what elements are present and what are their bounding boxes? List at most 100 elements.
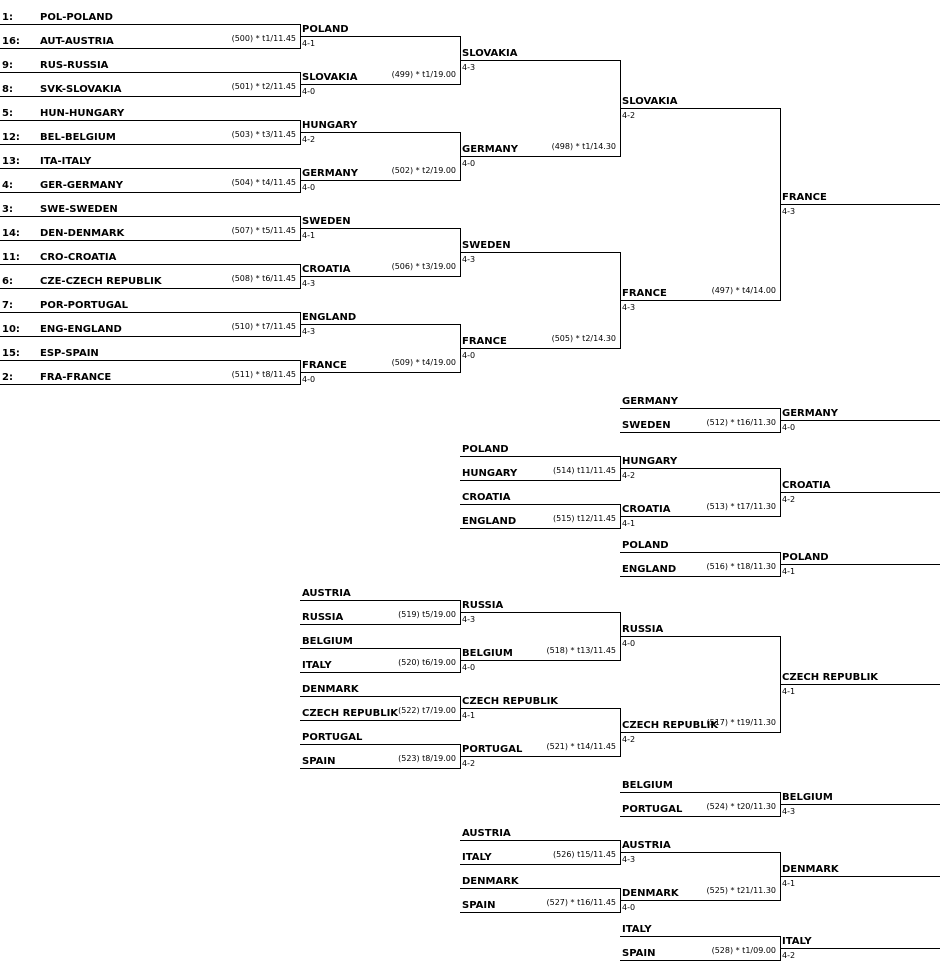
match-score: 4-3 <box>622 303 636 312</box>
match-score: 4-0 <box>782 423 796 432</box>
match-info: (505) * t2/14.30 <box>551 334 616 343</box>
winner-name: CROATIA <box>782 480 831 491</box>
match-score: 4-2 <box>622 471 636 480</box>
match-score: 4-2 <box>622 735 636 744</box>
seed-line <box>0 48 301 49</box>
seed-name: ENG-ENGLAND <box>40 324 122 335</box>
team-name: AUSTRIA <box>302 588 351 599</box>
match-info: (522) t7/19.00 <box>398 706 456 715</box>
entry-line <box>620 408 781 409</box>
match-score: 4-2 <box>302 135 316 144</box>
seed-number: 13: <box>2 156 20 167</box>
winner-name: FRANCE <box>622 288 667 299</box>
seed-line <box>0 120 301 121</box>
winner-line <box>300 276 461 277</box>
winner-line <box>780 204 940 205</box>
match-info: (517) * t19/11.30 <box>706 718 776 727</box>
match-info: (523) t8/19.00 <box>398 754 456 763</box>
winner-line <box>460 660 621 661</box>
match-score: 4-3 <box>302 327 316 336</box>
winner-name: CROATIA <box>622 504 671 515</box>
entry-line <box>620 936 781 937</box>
entry-line <box>300 600 461 601</box>
winner-line <box>620 636 781 637</box>
team-name: SPAIN <box>622 948 656 959</box>
team-name: ITALY <box>302 660 332 671</box>
winner-line <box>300 228 461 229</box>
match-info: (497) * t4/14.00 <box>711 286 776 295</box>
match-info: (499) * t1/19.00 <box>391 70 456 79</box>
winner-name: AUSTRIA <box>622 840 671 851</box>
match-info: (515) t12/11.45 <box>553 514 616 523</box>
match-score: 4-1 <box>622 519 636 528</box>
winner-line <box>460 708 621 709</box>
winner-name: PORTUGAL <box>462 744 523 755</box>
seed-number: 5: <box>2 108 13 119</box>
winner-line <box>460 348 621 349</box>
seed-name: POR-PORTUGAL <box>40 300 129 311</box>
winner-line <box>460 252 621 253</box>
seed-number: 2: <box>2 372 13 383</box>
match-score: 4-1 <box>782 567 796 576</box>
winner-line <box>780 684 940 685</box>
team-name: AUSTRIA <box>462 828 511 839</box>
winner-name: RUSSIA <box>462 600 504 611</box>
seed-number: 8: <box>2 84 13 95</box>
match-info: (508) * t6/11.45 <box>231 274 296 283</box>
winner-name: FRANCE <box>462 336 507 347</box>
seed-name: ESP-SPAIN <box>40 348 99 359</box>
seed-line <box>0 312 301 313</box>
entry-line <box>300 624 461 625</box>
winner-line <box>300 36 461 37</box>
winner-line <box>620 852 781 853</box>
winner-name: SLOVAKIA <box>622 96 678 107</box>
winner-name: GERMANY <box>462 144 519 155</box>
winner-name: BELGIUM <box>782 792 833 803</box>
seed-line <box>0 168 301 169</box>
match-info: (502) * t2/19.00 <box>391 166 456 175</box>
winner-line <box>300 84 461 85</box>
winner-name: ENGLAND <box>302 312 357 323</box>
seed-name: HUN-HUNGARY <box>40 108 125 119</box>
entry-line <box>620 816 781 817</box>
match-score: 4-0 <box>622 903 636 912</box>
team-name: GERMANY <box>622 396 679 407</box>
entry-line <box>460 912 621 913</box>
winner-name: SLOVAKIA <box>462 48 518 59</box>
match-info: (520) t6/19.00 <box>398 658 456 667</box>
entry-line <box>460 864 621 865</box>
winner-line <box>300 132 461 133</box>
team-name: SWEDEN <box>622 420 671 431</box>
match-score: 4-3 <box>622 855 636 864</box>
entry-line <box>620 792 781 793</box>
team-name: SPAIN <box>302 756 336 767</box>
seed-number: 7: <box>2 300 13 311</box>
match-info: (511) * t8/11.45 <box>231 370 296 379</box>
match-info: (509) * t4/19.00 <box>391 358 456 367</box>
winner-name: CROATIA <box>302 264 351 275</box>
entry-line <box>620 576 781 577</box>
match-score: 4-3 <box>302 279 316 288</box>
winner-line <box>620 516 781 517</box>
entry-line <box>460 840 621 841</box>
match-score: 4-0 <box>462 351 476 360</box>
seed-number: 4: <box>2 180 13 191</box>
entry-line <box>620 552 781 553</box>
team-name: BELGIUM <box>622 780 673 791</box>
seed-name: POL-POLAND <box>40 12 113 23</box>
team-name: ENGLAND <box>462 516 517 527</box>
match-score: 4-1 <box>462 711 476 720</box>
team-name: CZECH REPUBLIK <box>302 708 399 719</box>
seed-number: 12: <box>2 132 20 143</box>
match-score: 4-1 <box>782 879 796 888</box>
seed-number: 14: <box>2 228 20 239</box>
seed-line <box>0 288 301 289</box>
match-score: 4-0 <box>302 183 316 192</box>
team-name: SPAIN <box>462 900 496 911</box>
entry-line <box>300 744 461 745</box>
winner-name: SLOVAKIA <box>302 72 358 83</box>
winner-line <box>460 60 621 61</box>
team-name: POLAND <box>462 444 509 455</box>
match-info: (527) * t16/11.45 <box>546 898 616 907</box>
